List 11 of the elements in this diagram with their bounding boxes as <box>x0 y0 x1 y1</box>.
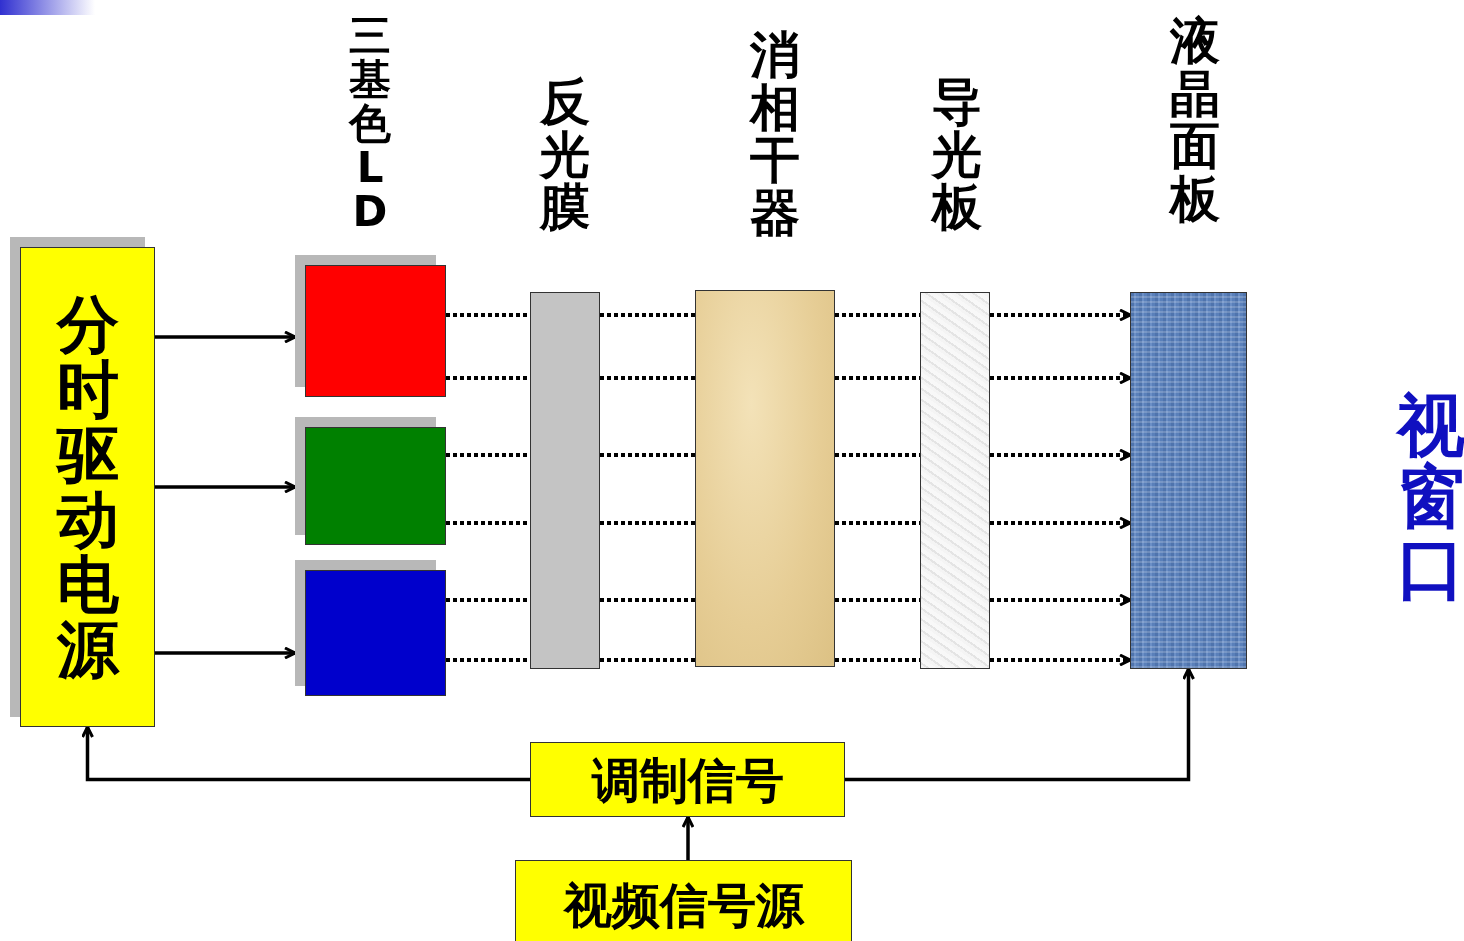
box-label: 分时驱动电源 <box>55 291 121 683</box>
viewer-label: 视窗口 <box>1395 390 1464 605</box>
layer-label: 液晶面板 <box>1169 15 1222 225</box>
video-source-box <box>515 860 852 941</box>
layer-label: 反光膜 <box>539 76 592 234</box>
layer-label: 消相干器 <box>749 29 802 239</box>
layer-label: 导光板 <box>931 76 984 234</box>
box-label: 视频信号源 <box>563 881 804 929</box>
column-heading: 三基色LD <box>348 14 393 235</box>
modulation-signal-box <box>530 742 845 817</box>
box-label: 调制信号 <box>591 755 784 804</box>
